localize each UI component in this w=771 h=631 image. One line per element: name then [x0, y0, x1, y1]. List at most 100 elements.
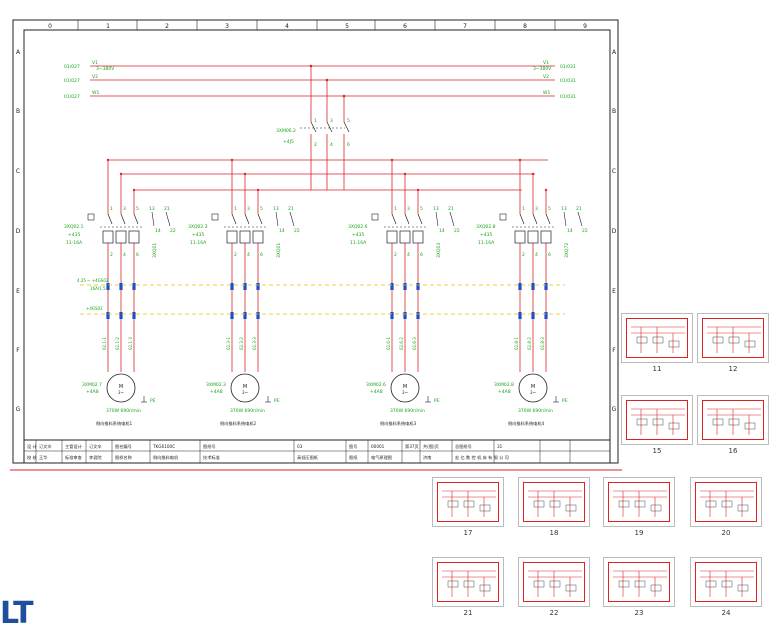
thumbnail-preview — [437, 562, 499, 602]
aux-contact — [435, 211, 439, 227]
thumbnail-page-number: 15 — [652, 447, 662, 455]
breaker-terminal: 3 — [247, 206, 250, 212]
page-thumbnail[interactable] — [603, 477, 675, 527]
switch-terminal: 2 — [314, 142, 317, 148]
page-thumbnail[interactable] — [518, 557, 590, 607]
grid-row-label: C — [612, 168, 616, 175]
breaker-terminal: 4 — [407, 252, 410, 258]
page-thumbnail[interactable] — [690, 557, 762, 607]
connector-bottom — [416, 312, 420, 319]
page-thumbnail[interactable] — [690, 477, 762, 527]
breaker-terminal: 5 — [548, 206, 551, 212]
aux-ref: 3XQ03 — [436, 243, 442, 258]
breaker-handle-icon — [87, 213, 95, 221]
page-thumbnail[interactable] — [432, 477, 504, 527]
switch-terminal: 6 — [347, 142, 350, 148]
aux-terminal: 22 — [294, 228, 300, 234]
wire-number: 02.8-3 — [540, 337, 545, 350]
aux-contact — [449, 211, 455, 227]
thumbnail-preview — [437, 482, 499, 522]
page-thumbnail[interactable] — [432, 557, 504, 607]
breaker-terminal: 1 — [394, 206, 397, 212]
motor-id: 3XM02.7 — [82, 382, 102, 388]
page-thumbnail[interactable] — [603, 557, 675, 607]
aux-terminal: 14 — [155, 228, 161, 234]
connector-top — [390, 283, 394, 290]
aux-terminal: 22 — [582, 228, 588, 234]
switch-terminal: 4 — [330, 142, 333, 148]
cable-label: 4.25 ~ +4GS02 — [77, 278, 109, 283]
page-thumbnail[interactable] — [697, 395, 769, 445]
breaker-handle-icon — [499, 213, 507, 221]
title-cell: 图名编号 — [115, 443, 132, 450]
thumbnail-page-number: 21 — [463, 609, 473, 617]
thumbnail-preview — [608, 482, 670, 522]
wire-number: 02.6-3 — [412, 337, 417, 350]
thumbnail-preview — [626, 400, 688, 440]
aux-terminal: 21 — [288, 206, 294, 212]
bus-right-phase: V1 — [543, 60, 549, 66]
aux-contact — [563, 211, 567, 227]
page-thumbnail[interactable] — [621, 395, 693, 445]
title-cell: 00001 — [371, 444, 385, 449]
breaker-contact — [391, 213, 397, 225]
aux-contact — [165, 211, 171, 227]
grid-col-label: 9 — [583, 23, 587, 30]
wire-number: 02.8-2 — [527, 337, 532, 350]
title-cell: 校 核 — [27, 454, 38, 461]
grid-row-label: B — [612, 108, 616, 115]
wire-number: 02.1-1 — [102, 337, 107, 350]
breaker-loc: +435 — [480, 232, 492, 238]
grid-row-label: F — [16, 347, 20, 354]
grid-col-label: 0 — [48, 23, 52, 30]
bus-left-voltage: 3~380V — [96, 66, 115, 72]
breaker-terminal: 2 — [234, 252, 237, 258]
grid-row-label: B — [16, 108, 20, 115]
bus-right-phase: W1 — [543, 90, 550, 96]
wire-number: 02.1-2 — [115, 337, 120, 350]
breaker-contact — [107, 213, 113, 225]
page-thumbnail[interactable] — [697, 313, 769, 363]
aux-terminal: 14 — [439, 228, 445, 234]
page-thumbnail[interactable] — [518, 477, 590, 527]
thumbnail-page-number: 23 — [634, 609, 644, 617]
title-cell: 图样名称 — [115, 454, 132, 461]
thumbnail-preview — [695, 562, 757, 602]
breaker-terminal: 6 — [548, 252, 551, 258]
grid-row-label: D — [16, 228, 21, 235]
title-cell: 设 计 — [27, 443, 37, 450]
page-thumbnail[interactable] — [621, 313, 693, 363]
title-cell: 标准审查 — [65, 454, 83, 461]
title-cell: 高低压图纸 — [297, 454, 319, 461]
bus-left-tag: 01/027 — [64, 78, 80, 84]
breaker-contact — [257, 213, 263, 225]
thumbnail-page-number: 24 — [721, 609, 731, 617]
junction-dot — [531, 172, 535, 176]
connector-top — [106, 283, 110, 290]
breaker-terminal: 4 — [123, 252, 126, 258]
junction-dot — [243, 172, 247, 176]
breaker-terminal: 5 — [260, 206, 263, 212]
title-cell: 李君院 — [89, 454, 102, 461]
thumbnail-page-number: 19 — [634, 529, 644, 537]
aux-terminal: 13 — [433, 206, 439, 212]
breaker-contact — [404, 213, 410, 225]
aux-terminal: 21 — [164, 206, 170, 212]
thumbnail-page-number: 11 — [652, 365, 662, 373]
junction-dot — [544, 188, 548, 192]
motor-rating: 370W 690r/min — [106, 408, 141, 414]
main-switch-id: 3XM06.2 — [276, 128, 296, 134]
cable-label: +4GS02 — [86, 306, 103, 311]
busbars: 01/027V101/031V101/027V201/031V201/027W1… — [64, 60, 576, 100]
junction-dot — [518, 158, 522, 162]
connector-top — [518, 283, 522, 290]
grid-row-label: A — [612, 49, 617, 56]
grid-col-label: 3 — [225, 23, 229, 30]
connector-top — [230, 283, 234, 290]
pe-label: PE — [434, 398, 440, 404]
connector-top — [544, 283, 548, 290]
